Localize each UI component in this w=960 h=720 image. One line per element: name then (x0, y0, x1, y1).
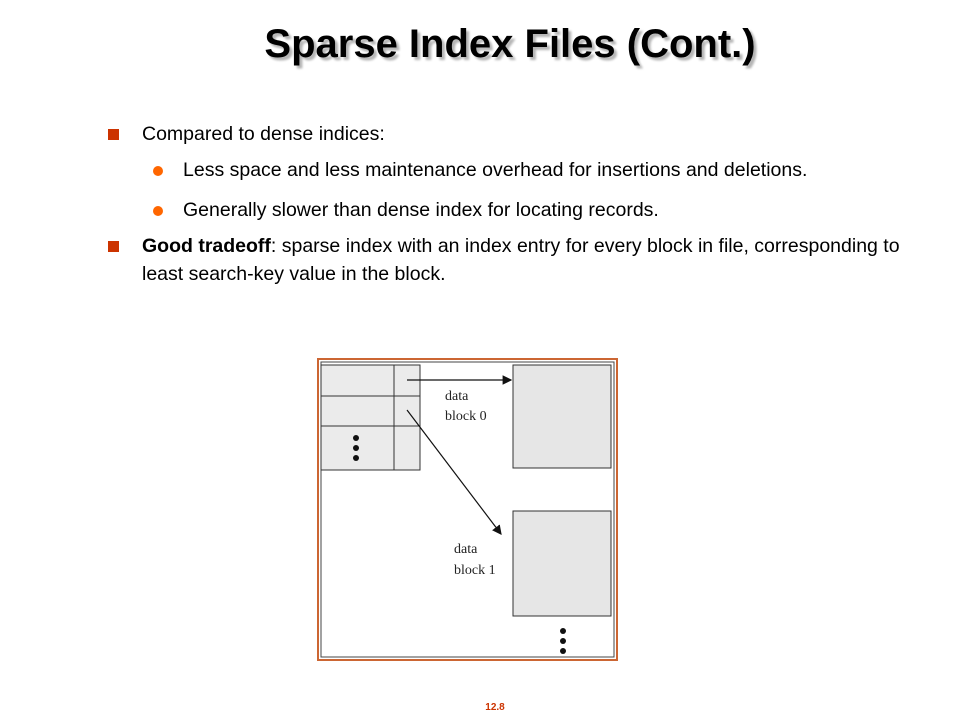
arrow-to-block-1 (406, 409, 502, 535)
bullet-text: Compared to dense indices: (142, 123, 385, 145)
index-table (320, 364, 421, 471)
blocks-ellipsis-icon (560, 628, 566, 654)
data-block-0 (512, 364, 612, 469)
index-ellipsis-icon (353, 435, 359, 461)
bullet-item-good-tradeoff: Good tradeoff: sparse index with an inde… (108, 232, 908, 288)
block-1-label-line2: block 1 (454, 563, 496, 578)
square-bullet-icon (108, 129, 119, 140)
sub-bullet-item-slower: Generally slower than dense index for lo… (108, 196, 908, 224)
square-bullet-icon (108, 241, 119, 252)
block-0-label-line1: data (445, 389, 469, 404)
bullet-text: : sparse index with an index entry for e… (142, 235, 900, 285)
round-bullet-icon (153, 206, 163, 216)
bullet-item-compared: Compared to dense indices: (108, 120, 908, 148)
sub-bullet-text: Less space and less maintenance overhead… (183, 159, 808, 181)
round-bullet-icon (153, 166, 163, 176)
sparse-index-figure: data block 0 data block 1 (317, 358, 619, 662)
data-block-1 (512, 510, 612, 617)
slide-title: Sparse Index Files (Cont.) (264, 22, 756, 66)
bullet-list: Compared to dense indices: Less space an… (108, 120, 908, 288)
block-0-label-line2: block 0 (445, 409, 487, 424)
sub-bullet-text: Generally slower than dense index for lo… (183, 199, 659, 221)
page-number: 12.8 (485, 702, 505, 713)
bullet-bold-prefix: Good tradeoff (142, 235, 271, 257)
figure-inner-frame (320, 361, 615, 658)
block-1-label-line1: data (454, 542, 478, 557)
sub-bullet-item-less-space: Less space and less maintenance overhead… (108, 156, 908, 184)
